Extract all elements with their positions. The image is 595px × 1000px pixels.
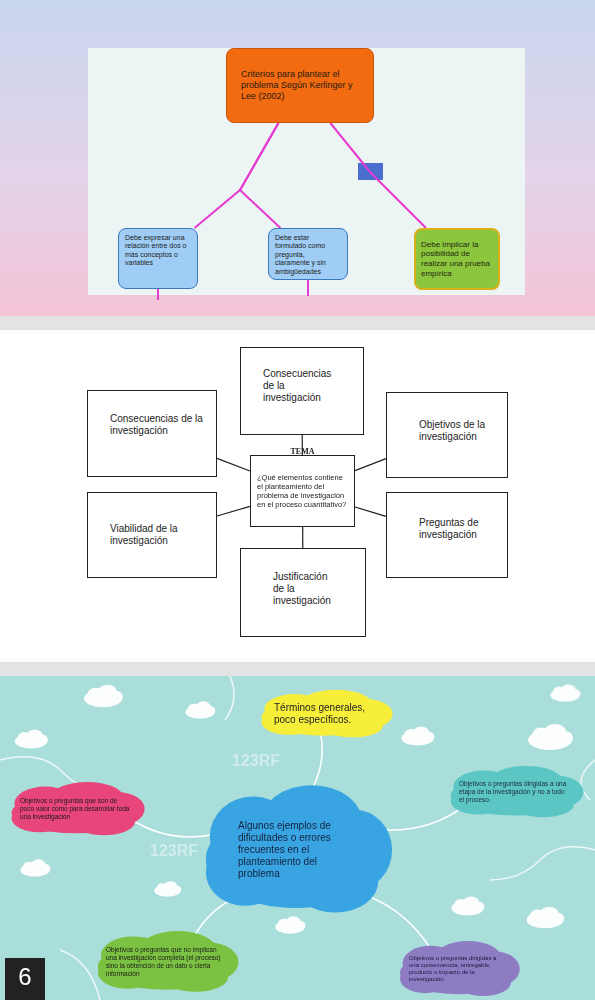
- node-text: Viabilidad de la investigación: [110, 523, 208, 547]
- node-text: Justificación de la investigación: [273, 571, 325, 607]
- topic-heading: TEMA: [251, 447, 354, 457]
- idea-cloud: Términos generales, poco específicos.: [256, 689, 394, 739]
- page-number: 6: [5, 963, 45, 991]
- topic-box: Justificación de la investigación: [240, 548, 366, 637]
- node-text: ¿Qué elementos contiene el planteamiento…: [257, 473, 348, 509]
- central-cloud: Algunos ejemplos de dificultades o error…: [198, 783, 394, 917]
- node-text: Objetivos o preguntas que son de poco va…: [20, 797, 132, 820]
- decor-clouds: [15, 684, 580, 933]
- idea-cloud: Objetivos o preguntas dirigidas a una co…: [395, 940, 521, 998]
- topic-box: Objetivos de la investigación: [386, 392, 508, 478]
- node-text: Debe implicar la posibilidad de realizar…: [421, 240, 493, 278]
- node-text: Consecuencias de la investigación: [110, 413, 208, 437]
- node-text: Objetivos o preguntas dirigidas a una co…: [409, 955, 507, 984]
- sky-background: [0, 0, 595, 316]
- criterion-box: Debe implicar la posibilidad de realizar…: [414, 228, 500, 290]
- node-text: Términos generales, poco específicos.: [274, 702, 376, 726]
- node-text: Objetivos de la investigación: [419, 419, 499, 443]
- connector-line: [355, 459, 386, 471]
- teal-background: [0, 676, 595, 1000]
- title-box: Criterios para plantear el problema Segú…: [226, 48, 374, 123]
- decor-lines: [0, 676, 595, 1000]
- connector-line: [330, 123, 426, 228]
- idea-cloud: Objetivos o preguntas dirigidas a una et…: [445, 765, 585, 819]
- small-blue-rect: [358, 163, 383, 180]
- connector-line: [131, 819, 214, 837]
- node-text: Preguntas de investigación: [419, 517, 499, 541]
- connector-line: [217, 458, 250, 471]
- central-topic-box: TEMA¿Qué elementos contiene el planteami…: [250, 455, 355, 527]
- connector-line: [217, 506, 250, 516]
- node-text: Algunos ejemplos de dificultades o error…: [238, 820, 354, 880]
- connector-line: [355, 507, 386, 516]
- stub-line: [307, 280, 309, 296]
- node-text: Objetivos o preguntas dirigidas a una et…: [459, 780, 571, 803]
- connector-line: [240, 123, 280, 228]
- topic-box: Consecuencias de la investigación: [87, 390, 217, 477]
- connector-line: [302, 527, 303, 548]
- page-number-box: [5, 958, 45, 1000]
- topic-box: Consecuencias de la investigación: [240, 347, 364, 435]
- node-text: Criterios para plantear el problema Segú…: [241, 69, 359, 101]
- watermark: 123RF: [232, 752, 280, 770]
- topic-box: Viabilidad de la investigación: [87, 492, 217, 578]
- idea-cloud: Objetivos o preguntas que son de poco va…: [6, 781, 146, 837]
- node-text: Debe expresar una relación entre dos o m…: [125, 234, 191, 268]
- topic-box: Preguntas de investigación: [386, 492, 508, 578]
- criterion-box: Debe estar formulado como pregunta, clar…: [268, 228, 348, 280]
- connector-line: [375, 805, 466, 830]
- inner-panel: [88, 48, 525, 295]
- idea-cloud: Objetivos o preguntas que no implican un…: [92, 930, 240, 994]
- criterion-box: Debe expresar una relación entre dos o m…: [118, 228, 198, 289]
- watermark: 123RF: [150, 842, 198, 860]
- node-text: Objetivos o preguntas que no implican un…: [106, 946, 226, 977]
- connector-line: [195, 123, 279, 228]
- node-text: Debe estar formulado como pregunta, clar…: [275, 234, 341, 276]
- white-panel: [0, 330, 595, 662]
- node-text: Consecuencias de la investigación: [263, 368, 313, 404]
- stub-line: [157, 289, 159, 300]
